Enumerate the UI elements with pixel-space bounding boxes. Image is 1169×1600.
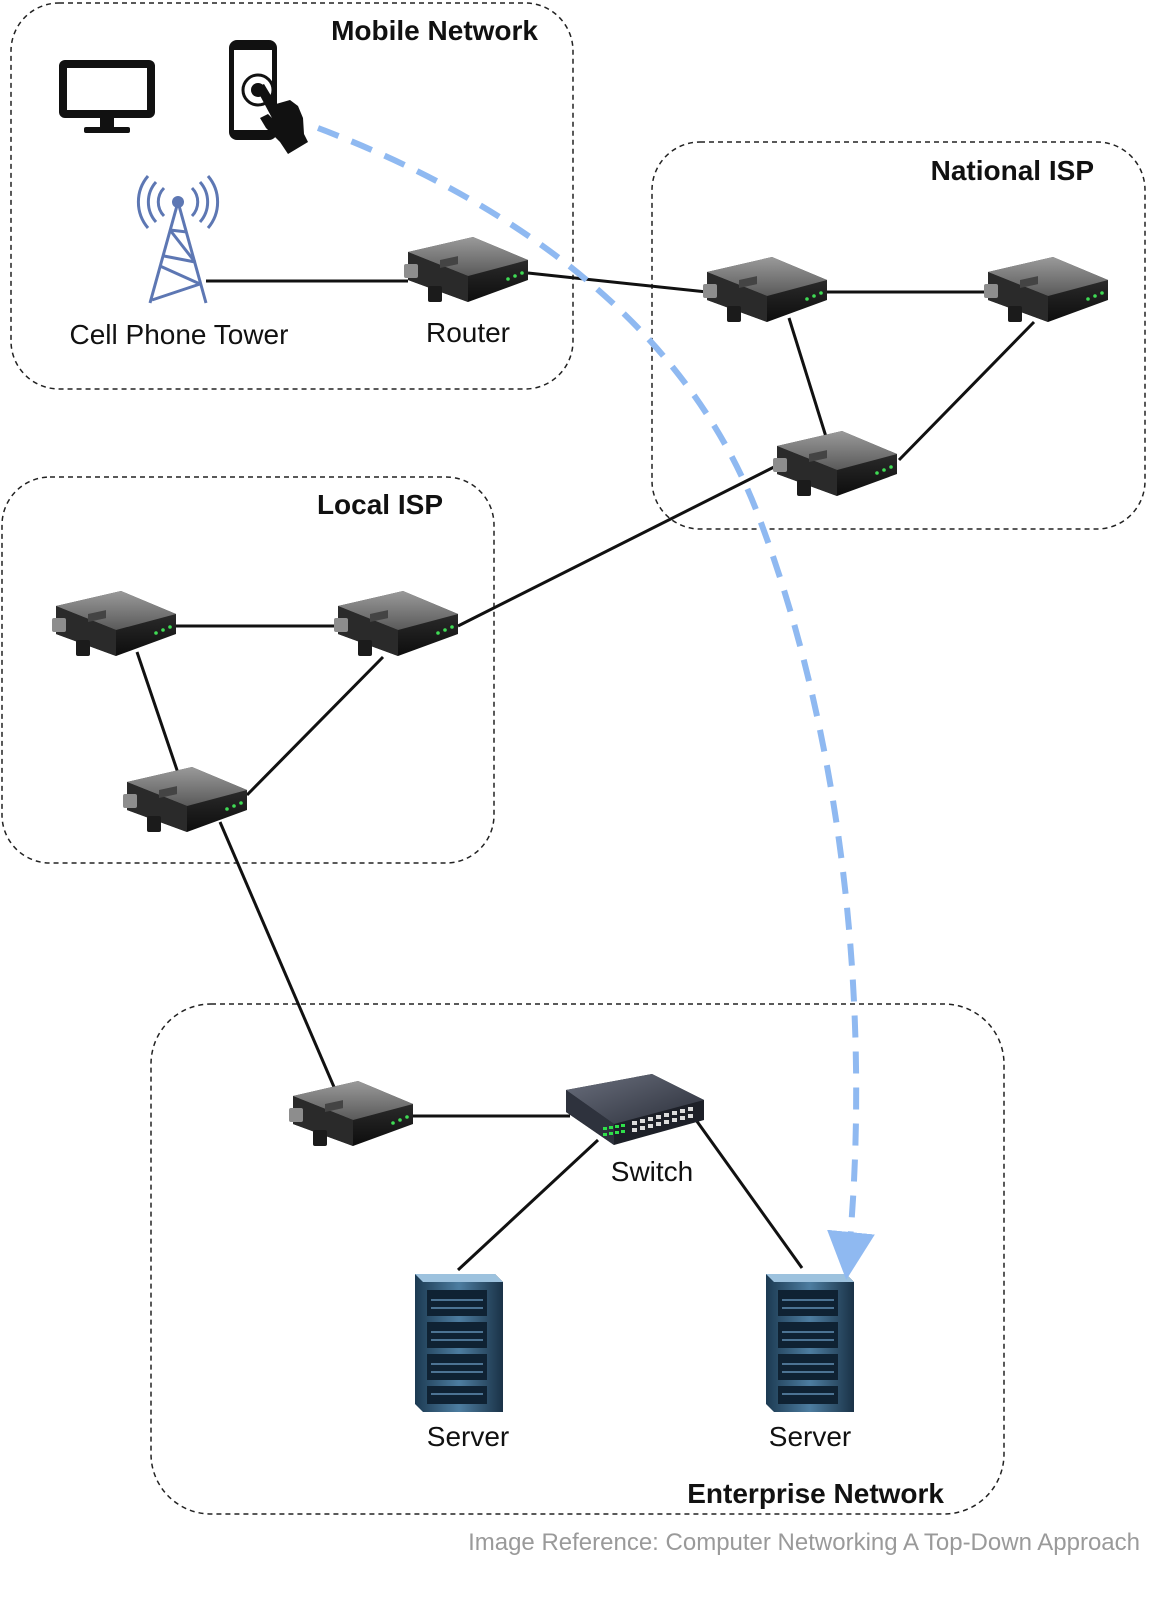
router-icon-enterprise xyxy=(289,1081,413,1146)
link-local-c-enterprise xyxy=(218,821,339,1095)
link-local-a-c xyxy=(135,651,180,774)
server-left-label: Server xyxy=(427,1421,509,1452)
cell-phone-tower-label: Cell Phone Tower xyxy=(70,319,289,350)
national-isp-title: National ISP xyxy=(931,155,1094,186)
server-rack-icon-left xyxy=(414,1273,504,1413)
national-isp-region xyxy=(651,141,1146,530)
network-links xyxy=(135,271,1036,1272)
mobile-network-region xyxy=(10,2,574,390)
switch-label: Switch xyxy=(611,1156,693,1187)
server-right-label: Server xyxy=(769,1421,851,1452)
link-switch-server-right xyxy=(694,1119,804,1269)
link-router-national-a xyxy=(527,271,708,294)
router-icon-local-c xyxy=(123,767,247,832)
router-icon-local-b xyxy=(334,591,458,656)
enterprise-network-region xyxy=(150,1003,1005,1515)
router-icon-national-b xyxy=(984,257,1108,322)
link-local-b-c xyxy=(245,655,385,797)
router-icon-national-a xyxy=(703,257,827,322)
router-icon-national-c xyxy=(773,431,897,496)
router-label: Router xyxy=(426,317,510,348)
enterprise-network-title: Enterprise Network xyxy=(687,1478,944,1509)
server-rack-icon-right xyxy=(765,1273,855,1413)
link-national-c-local-b xyxy=(457,464,777,628)
mobile-network-title: Mobile Network xyxy=(331,15,538,46)
network-switch-icon xyxy=(566,1074,704,1145)
link-national-a-c xyxy=(787,317,829,441)
router-icon-mobile xyxy=(404,237,528,302)
local-isp-region xyxy=(1,476,495,864)
local-isp-title: Local ISP xyxy=(317,489,443,520)
image-reference-caption: Image Reference: Computer Networking A T… xyxy=(468,1529,1140,1556)
smartphone-touch-icon xyxy=(229,40,308,154)
link-switch-server-left xyxy=(456,1138,600,1272)
link-national-b-c xyxy=(897,320,1036,462)
router-icon-local-a xyxy=(52,591,176,656)
monitor-icon xyxy=(59,60,155,133)
cell-tower-icon xyxy=(136,175,220,304)
